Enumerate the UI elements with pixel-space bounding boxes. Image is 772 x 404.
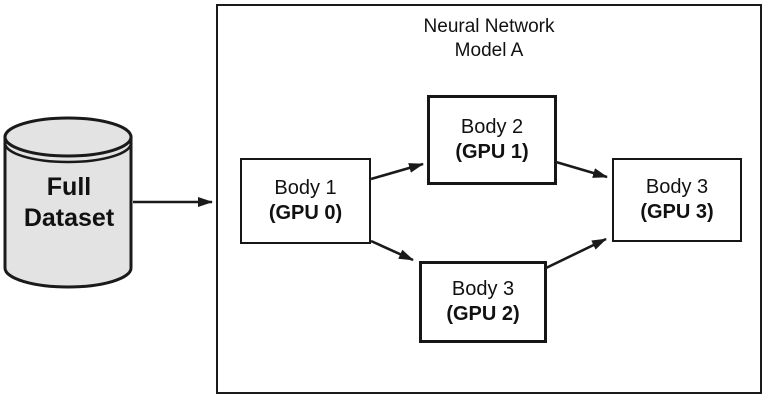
model-title-line2: Model A bbox=[454, 40, 524, 61]
node-body1-gpu: (GPU 0) bbox=[268, 202, 343, 224]
dataset-label: Full Dataset bbox=[0, 172, 138, 234]
node-body3-bottom: Body 3 (GPU 2) bbox=[419, 261, 547, 343]
cylinder-lid bbox=[3, 116, 133, 158]
node-body3-right-gpu: (GPU 3) bbox=[640, 201, 714, 223]
node-body1-label: Body 1 bbox=[274, 177, 337, 199]
node-body2-gpu: (GPU 1) bbox=[455, 141, 529, 163]
model-title: Neural Network Model A bbox=[216, 15, 762, 63]
node-body3-bottom-label: Body 3 bbox=[451, 278, 515, 300]
node-body3-bottom-gpu: (GPU 2) bbox=[446, 303, 520, 325]
dataset-label-line1: Full bbox=[46, 173, 92, 201]
model-title-line1: Neural Network bbox=[423, 16, 555, 37]
cylinder-rim-line bbox=[3, 142, 133, 164]
node-body2: Body 2 (GPU 1) bbox=[427, 95, 557, 185]
node-body1: Body 1 (GPU 0) bbox=[240, 158, 371, 244]
node-body3-right: Body 3 (GPU 3) bbox=[612, 158, 742, 242]
node-body3-right-label: Body 3 bbox=[645, 176, 709, 198]
node-body2-label: Body 2 bbox=[460, 116, 524, 138]
dataset-label-line2: Dataset bbox=[23, 204, 115, 232]
